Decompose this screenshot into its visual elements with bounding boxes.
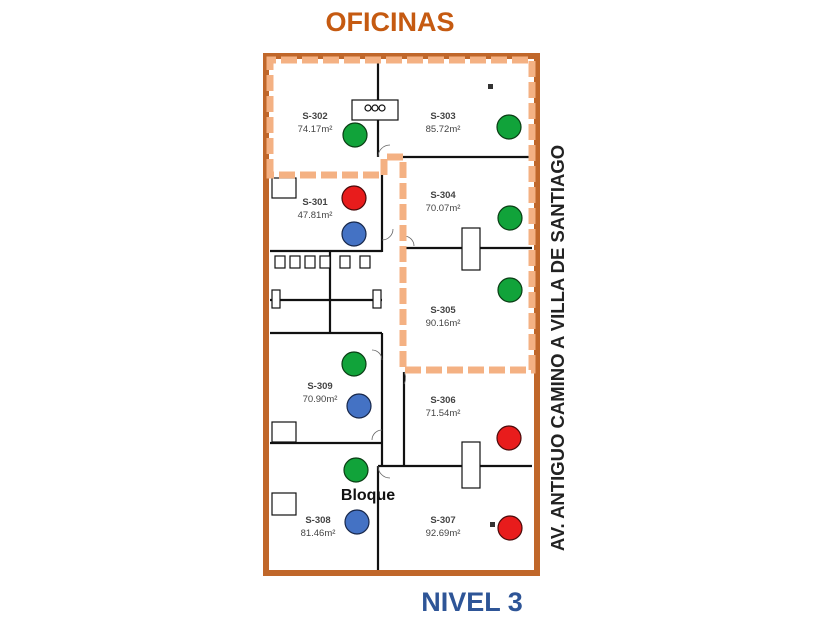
room-area: 85.72m² (426, 124, 461, 135)
room-id: S-308 (305, 515, 330, 526)
room-id: S-306 (430, 395, 455, 406)
status-marker-blue[interactable] (344, 509, 370, 535)
room-area: 70.07m² (426, 203, 461, 214)
room-area: 92.69m² (426, 528, 461, 539)
status-marker-green[interactable] (341, 351, 367, 377)
room-id: S-304 (430, 190, 456, 201)
room-id: S-302 (302, 111, 327, 122)
status-marker-red[interactable] (341, 185, 367, 211)
level-label: NIVEL 3 (421, 587, 523, 617)
block-label: Bloque (341, 487, 395, 504)
room-area: 74.17m² (298, 124, 333, 135)
room-id: S-305 (430, 305, 456, 316)
status-marker-green[interactable] (342, 122, 368, 148)
highlighted-zone (266, 56, 536, 374)
plan-title: OFICINAS (325, 7, 454, 37)
room-area: 90.16m² (426, 318, 461, 329)
status-marker-green[interactable] (497, 205, 523, 231)
room-area: 47.81m² (298, 210, 333, 221)
room-id: S-307 (430, 515, 455, 526)
status-markers (341, 114, 523, 541)
room-area: 81.46m² (301, 528, 336, 539)
room-area: 71.54m² (426, 408, 461, 419)
room-id: S-309 (307, 381, 332, 392)
status-marker-green[interactable] (343, 457, 369, 483)
status-marker-green[interactable] (497, 277, 523, 303)
room-labels: S-302 74.17m² S-303 85.72m² S-301 47.81m… (298, 111, 461, 539)
room-id: S-301 (302, 197, 328, 208)
status-marker-green[interactable] (496, 114, 522, 140)
status-marker-red[interactable] (496, 425, 522, 451)
status-marker-red[interactable] (497, 515, 523, 541)
status-marker-blue[interactable] (341, 221, 367, 247)
street-label: AV. ANTIGUO CAMINO A VILLA DE SANTIAGO (547, 145, 568, 551)
status-marker-blue[interactable] (346, 393, 372, 419)
room-area: 70.90m² (303, 394, 338, 405)
room-id: S-303 (430, 111, 455, 122)
